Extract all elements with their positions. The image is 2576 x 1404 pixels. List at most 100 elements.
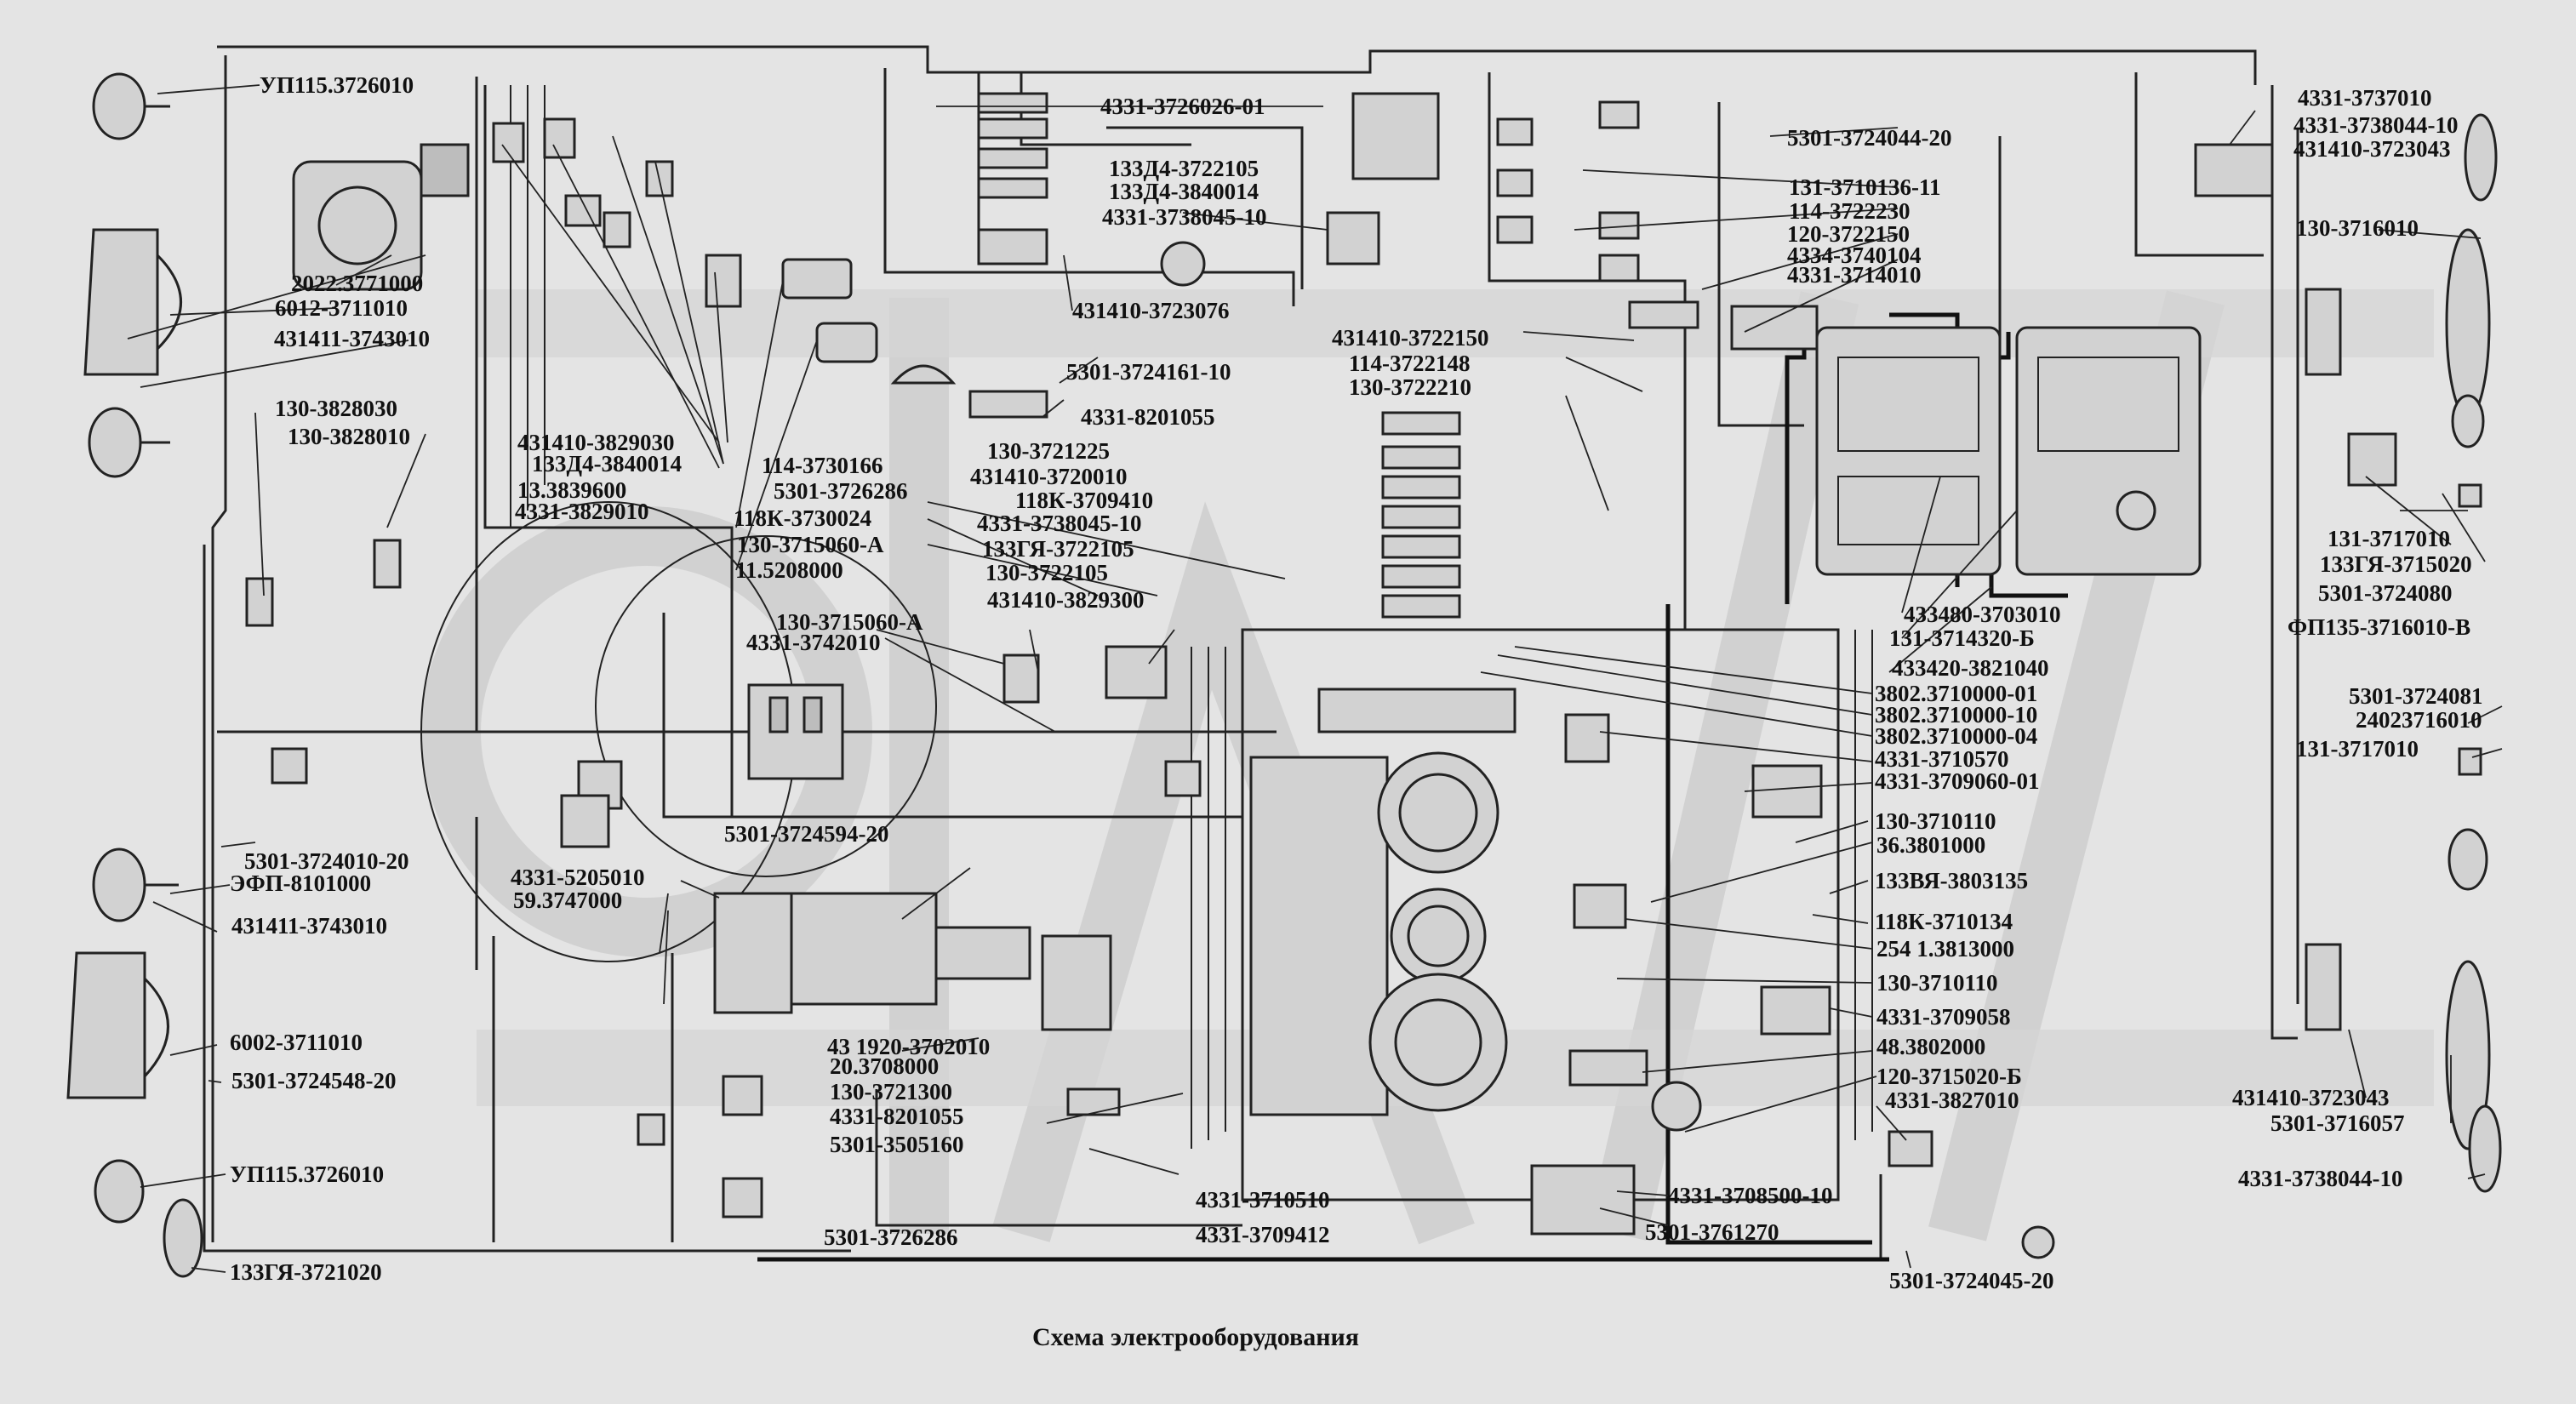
relay-column-right [1496,100,1640,283]
label-l61: 431410-3723043 [2293,136,2451,162]
label-l15: 11.5208000 [735,557,843,583]
label-l74: 4331-3709060-01 [1875,768,2040,794]
label-l89: 24023716010 [2356,707,2482,733]
label-l23: 130-3721225 [987,438,1110,464]
label-l66: ФП135-3716010-В [2288,614,2471,640]
label-l49: 4331-3709412 [1196,1222,1330,1247]
label-l33: ЭФП-8101000 [230,870,372,896]
label-l77: 133ВЯ-3803135 [1875,868,2029,893]
label-l69: 433420-3821040 [1892,655,2049,681]
label-l09: 13.3839600 [517,477,627,503]
label-l38: 133ГЯ-3721020 [230,1259,382,1285]
label-l17: 133Д4-3722105 [1109,156,1259,181]
fog-lamp-left-lower [92,848,179,922]
label-l14: 130-3715060-А [737,532,884,557]
label-l35: 6002-3711010 [230,1030,363,1055]
diagram-caption: Схема электрооборудования [1032,1323,1360,1351]
label-l55: 4331-3714010 [1787,262,1922,288]
leader-lines [127,84,2503,1273]
label-l83: 120-3715020-Б [1876,1064,2022,1089]
label-l58: 130-3722210 [1349,374,1471,400]
label-l78: 118К-3710134 [1875,909,2013,934]
label-l19: 4331-3738045-10 [1102,204,1267,230]
label-l07: 431410-3829030 [517,430,675,455]
label-l13: 118К-3730024 [734,505,872,531]
label-l51: 131-3710136-11 [1789,174,1941,200]
label-l92: 5301-3716057 [2270,1110,2405,1136]
label-l34: 431411-3743010 [231,913,388,939]
label-l64: 133ГЯ-3715020 [2320,551,2472,577]
instrument-panel [1249,688,1516,1116]
sensors-top [492,117,1048,419]
label-l20: 431410-3723076 [1072,298,1230,323]
label-l79: 254 1.3813000 [1876,936,2014,962]
mirror-lamps-right [2445,113,2502,1193]
label-l27: 133ГЯ-3722105 [982,536,1134,562]
label-l87: 5301-3724045-20 [1889,1268,2054,1293]
label-l08: 133Д4-3840014 [532,451,683,477]
label-l30: 130-3715060-А [776,609,923,635]
label-l16: 4331-3726026-01 [1100,94,1265,119]
starter-relay [747,683,844,780]
label-l91: 431410-3723043 [2232,1085,2390,1110]
label-l45: 4331-8201055 [830,1104,964,1129]
label-l82: 48.3802000 [1876,1034,1986,1059]
battery-left [1815,326,2002,576]
label-l71: 3802.3710000-10 [1875,702,2038,728]
label-l60: 4331-3738044-10 [2293,112,2459,138]
label-l32: 5301-3724010-20 [244,848,409,874]
label-l44: 130-3721300 [830,1079,952,1104]
label-l57: 114-3722148 [1349,351,1471,376]
label-l03: 6012-3711010 [275,295,408,321]
label-l93: 4331-3738044-10 [2238,1166,2403,1191]
label-l84: 4331-3827010 [1885,1087,2019,1113]
label-l73: 4331-3710570 [1875,746,2009,772]
label-l37: УП115.3726010 [230,1161,385,1187]
label-l54: 4334-3740104 [1787,243,1922,268]
label-l02: 2022.3771000 [291,271,424,296]
label-l47: 5301-3726286 [824,1224,958,1250]
label-l25: 118К-3709410 [1015,488,1154,513]
sidelamp-top-left [92,72,170,140]
sidelamp-bottom-left [94,1159,145,1224]
label-l56: 431410-3722150 [1332,325,1489,351]
label-l40: 59.3747000 [513,887,623,913]
label-l05: 130-3828030 [275,396,397,421]
label-l36: 5301-3724548-20 [231,1068,397,1093]
label-l39: 4331-5205010 [511,865,645,890]
label-l21: 5301-3724161-10 [1066,359,1231,385]
label-l12: 5301-3726286 [774,478,908,504]
label-l01: УП115.3726010 [260,72,414,98]
label-l88: 5301-3724081 [2349,683,2483,709]
label-l65: 5301-3724080 [2318,580,2453,606]
label-l75: 130-3710110 [1875,808,1996,834]
label-l85: 4331-3708500-10 [1668,1183,1833,1208]
label-l63: 131-3717010 [2328,526,2450,551]
label-l52: 114-3722230 [1789,198,1911,224]
label-l53: 120-3722150 [1787,221,1910,247]
label-l48: 4331-3710510 [1196,1187,1330,1213]
label-l04: 431411-3743010 [274,326,431,351]
alternator [292,143,470,291]
fog-lamp-left-upper [88,407,170,478]
label-l22: 4331-8201055 [1081,404,1215,430]
label-l62: 130-3716010 [2296,215,2419,241]
headlight-top-left [83,228,182,376]
label-l90: 131-3717010 [2296,736,2419,762]
label-l06: 130-3828010 [288,424,410,449]
label-l86: 5301-3761270 [1645,1219,1779,1245]
label-l76: 36.3801000 [1876,832,1986,858]
label-l11: 114-3730166 [762,453,883,478]
label-l70: 3802.3710000-01 [1875,681,2038,706]
label-l50: 5301-3724044-20 [1787,125,1952,151]
tail-lights-right [2194,143,2482,1031]
misc-components [245,539,2055,1259]
label-l31: 4331-3742010 [746,630,881,655]
label-l42: 43 1920-3702010 [827,1034,991,1059]
battery-right [2015,326,2202,576]
label-l41: 5301-3724594-20 [724,821,889,847]
label-l80: 130-3710110 [1876,970,1998,996]
label-l46: 5301-3505160 [830,1132,964,1157]
label-l26: 4331-3738045-10 [977,511,1142,536]
